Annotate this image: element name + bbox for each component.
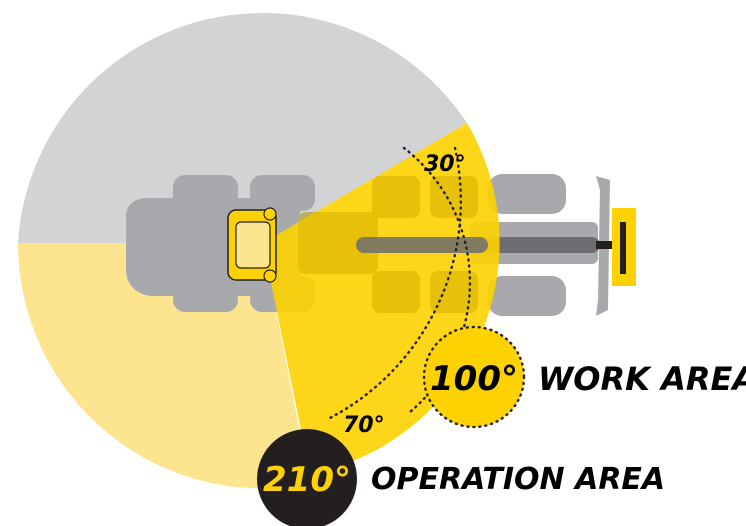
- operation-area-badge: [257, 429, 357, 526]
- outrigger-bottom: [488, 276, 566, 316]
- operator-seat: [227, 207, 277, 283]
- outrigger-top: [488, 174, 566, 214]
- machine-overlay: [298, 176, 478, 313]
- work-area-label: WORK AREA: [538, 360, 746, 398]
- rear-tire-top-left: [173, 175, 238, 211]
- operation-degrees-label: 210°: [263, 460, 351, 500]
- outer-angle-label: 70°: [343, 413, 385, 438]
- gray-zone: [18, 12, 467, 244]
- rear-tire-bottom-left: [173, 276, 238, 312]
- operation-area-label: OPERATION AREA: [371, 462, 665, 497]
- attachment-bar: [620, 222, 626, 274]
- inner-angle-label: 30°: [424, 152, 466, 177]
- work-sector-arc: [328, 146, 463, 420]
- boom-tip: [596, 241, 620, 249]
- work-degrees-label: 100°: [430, 359, 518, 399]
- rear-tire-top-right: [250, 175, 315, 211]
- work-area-badge: [422, 325, 526, 429]
